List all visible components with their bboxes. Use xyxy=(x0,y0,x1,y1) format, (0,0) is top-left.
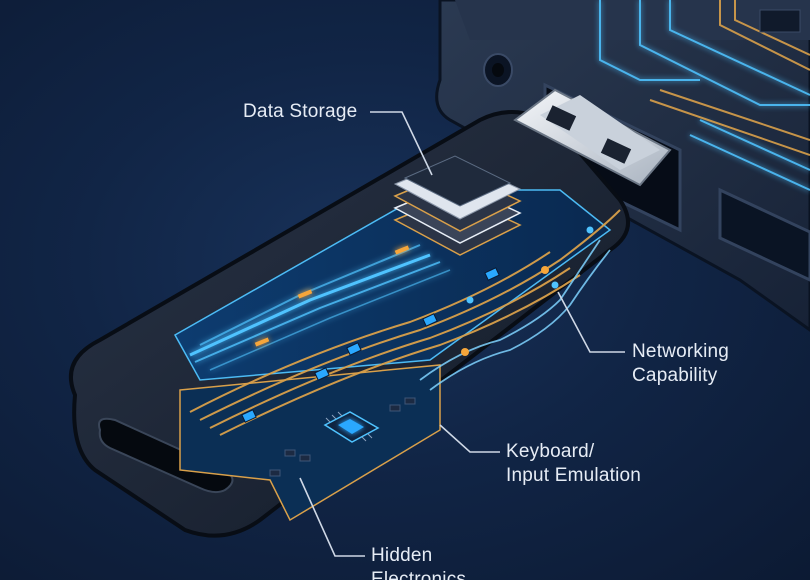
storage-chip-icon xyxy=(393,155,522,256)
callout-text: Data Storage xyxy=(243,101,358,122)
microcontroller-icon xyxy=(269,397,416,477)
callout-text: Electronics xyxy=(371,569,467,580)
callout-text: Networking xyxy=(632,341,730,362)
callout-hidden: Hidden Electronics xyxy=(371,544,466,580)
callout-networking: Networking Capability xyxy=(632,340,729,388)
data-stream xyxy=(189,244,451,371)
leader-lines xyxy=(299,111,625,557)
callout-text: Hidden xyxy=(371,545,433,566)
callout-text: Keyboard/ xyxy=(506,441,595,462)
callout-data-storage: Data Storage xyxy=(243,100,357,124)
callout-text: Input Emulation xyxy=(506,465,642,486)
callout-text: Capability xyxy=(632,365,718,386)
callout-keyboard: Keyboard/ Input Emulation xyxy=(506,440,641,488)
